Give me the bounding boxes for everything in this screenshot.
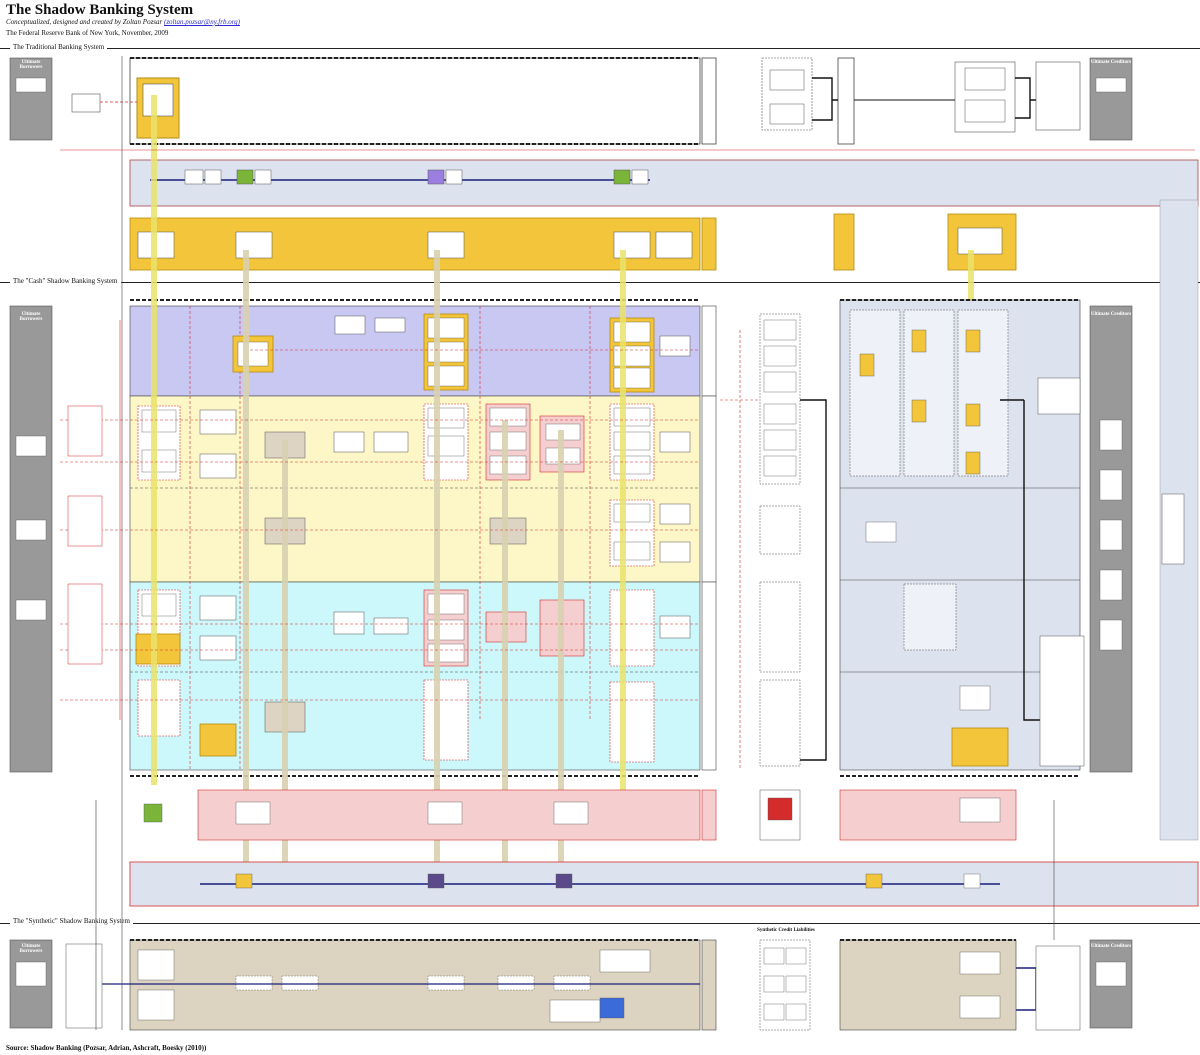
cash-shadow-banking-area (60, 95, 974, 890)
gse-band (129, 213, 1017, 271)
ultimate-borrowers-label-cash: Ultimate Borrowers (19, 312, 43, 322)
page-title: The Shadow Banking System (6, 2, 194, 18)
funding-column (720, 313, 827, 770)
ultimate-creditors-label-cash: Ultimate Creditors (1090, 312, 1132, 317)
author-credit-text: Conceptualized, designed and created by … (6, 18, 163, 26)
ultimate-borrowers-cash (9, 305, 103, 773)
ultimate-creditors-label-traditional: Ultimate Creditors (1090, 60, 1132, 65)
section-label-cash: The "Cash" Shadow Banking System (10, 277, 121, 285)
ultimate-borrowers-label-traditional: Ultimate Borrowers (19, 60, 43, 70)
author-email-link[interactable]: (zoltan.pozsar@ny.frb.org) (164, 18, 240, 26)
ultimate-borrowers-traditional (9, 57, 53, 141)
divider-traditional (0, 48, 1200, 49)
source-footnote: Source: Shadow Banking (Pozsar, Adrian, … (6, 1044, 207, 1052)
ultimate-creditors-label-synthetic: Ultimate Creditors (1090, 944, 1132, 949)
ultimate-creditors-synthetic (1089, 939, 1133, 1029)
divider-synthetic (0, 923, 1200, 924)
pink-band (143, 789, 1017, 841)
cash-investors-area (839, 299, 1085, 777)
traditional-banking-band (71, 57, 1081, 145)
section-label-synthetic: The "Synthetic" Shadow Banking System (10, 917, 133, 925)
lower-grey-band (129, 861, 1199, 907)
organization-date: The Federal Reserve Bank of New York, No… (6, 29, 169, 37)
ultimate-creditors-traditional (1089, 57, 1133, 141)
synthetic-band (70, 939, 1081, 1031)
ultimate-creditors-cash (1089, 305, 1133, 773)
ultimate-borrowers-label-synthetic: Ultimate Borrowers (19, 944, 43, 954)
divider-cash (0, 282, 1200, 283)
author-credit: Conceptualized, designed and created by … (6, 18, 240, 26)
section-label-traditional: The Traditional Banking System (10, 43, 108, 51)
upper-grey-band (129, 159, 1199, 841)
synthetic-credit-liabilities-label: Synthetic Credit Liabilities (757, 928, 815, 933)
